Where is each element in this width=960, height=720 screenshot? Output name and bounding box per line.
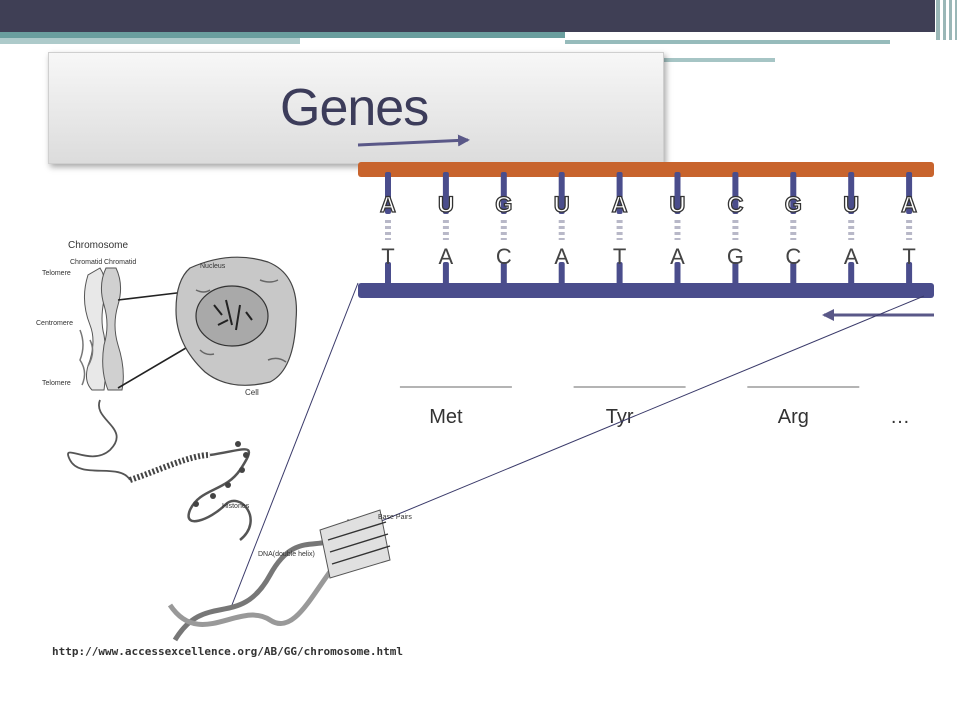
mrna-base: G [495,191,513,217]
dna-base: C [785,244,802,269]
base-stick [906,172,913,214]
dna-base: T [612,244,627,269]
base-stick [732,262,739,286]
direction-arrow-right [357,134,470,147]
base-stick [848,262,855,286]
chromatin-loop [187,448,252,541]
corner-line [936,0,940,40]
base-stick [906,262,913,286]
label-chromatid-left: Chromatid [70,259,102,266]
label-cell: Cell [245,388,259,397]
dna-base: T [381,244,395,269]
mrna-base: C [727,191,744,217]
mrna-base: A [900,191,918,217]
chromosome-heading: Chromosome [68,240,128,251]
teal-band-right [565,40,890,44]
zoom-line [229,282,359,611]
page-title: Genes [280,79,429,137]
base-stick [616,172,623,214]
dna-base: C [495,244,512,269]
helix-strand [167,542,357,627]
corner-line [949,0,952,40]
cell-figure [175,256,298,386]
base-stick [790,262,797,286]
label-dna-double-helix: DNA(double helix) [258,551,315,558]
base-stick [674,262,681,286]
base-stick [558,172,565,214]
label-chromatid-right: Chromatid [104,259,136,266]
base-stick [385,262,391,286]
base-stick [674,172,681,214]
dna-base: A [438,244,454,269]
source-url: http://www.accessexcellence.org/AB/GG/ch… [52,645,403,658]
base-pair-rungs [327,521,391,565]
dna-base: T [902,244,916,269]
base-rungs [385,172,913,286]
amino-acid-label: Arg [777,406,809,428]
mrna-base: A [611,191,628,217]
chromatin-fiber [67,399,131,481]
dna-base: A [843,244,859,269]
mrna-base: U [553,191,570,217]
base-stick [732,172,739,214]
base-stick [848,172,855,214]
base-stick [385,172,391,214]
mrna-base: U [437,191,454,217]
zoom-line [354,295,925,533]
pointer-line [117,291,186,301]
mrna-base: U [669,191,686,217]
top-bar [0,0,935,32]
label-telomere-bottom: Telomere [42,380,71,387]
mrna-base: U [843,191,860,217]
teal-band [0,32,565,38]
chromosome-figure [79,267,124,391]
mrna-base: A [379,191,396,217]
teal-stub [660,58,775,62]
base-stick [790,172,797,214]
mrna-base: G [784,191,802,217]
base-stick [616,262,623,286]
ellipsis-label: … [890,406,910,428]
base-stick [500,262,507,286]
base-stick [442,172,449,214]
label-telomere-top: Telomere [42,270,71,277]
label-nucleus: Nucleus [200,263,226,270]
label-base-pairs: Base Pairs [378,514,412,521]
chromatin-coil [129,452,211,483]
title-box [48,52,664,164]
amino-acid-label: Met [429,406,463,428]
corner-line [943,0,946,40]
base-stick [442,262,449,286]
histone-beads [193,441,249,507]
label-centromere: Centromere [36,320,73,327]
base-stick [500,172,507,214]
base-stick [558,262,565,286]
corner-line [955,0,957,40]
dna-base: G [726,244,744,269]
dna-base: A [554,244,570,269]
teal-band-light [0,38,300,44]
amino-acid-label: Tyr [605,406,634,428]
dna-base: A [670,244,685,269]
label-histones: Histones [222,503,250,510]
dna-strand [358,283,934,298]
